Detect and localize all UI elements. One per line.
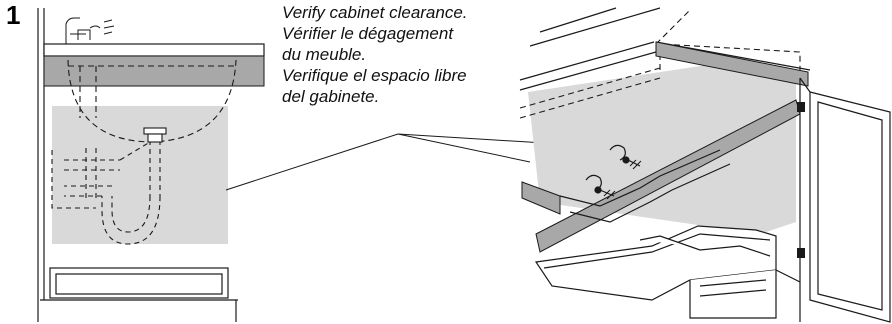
drain-icon — [143, 127, 167, 143]
caption-spanish-line1: Verifique el espacio libre — [282, 66, 467, 85]
clearance-zone-front — [52, 106, 228, 244]
supply-valves — [559, 144, 731, 223]
valve-handle-icon — [603, 159, 642, 200]
caption-french-line1: Vérifier le dégagement — [282, 24, 454, 43]
cabinet-floor-tray — [534, 225, 777, 319]
left-rail — [521, 181, 561, 215]
caption-french-line2: du meuble. — [282, 45, 367, 64]
back-rail — [655, 41, 809, 87]
cabinet-door — [775, 77, 891, 323]
caption-english: Verify cabinet clearance. — [282, 3, 468, 22]
plumbing-hidden — [51, 140, 161, 245]
countertop-edge-perspective — [519, 7, 811, 91]
faucet-icon — [65, 17, 115, 44]
cabinet-top-rail — [43, 55, 265, 87]
cabinet-toe-kick — [49, 267, 229, 299]
caption-spanish-line2: del gabinete. — [282, 87, 380, 106]
clearance-zone-perspective — [528, 60, 796, 234]
countertop — [43, 43, 265, 57]
door-hinge-icon — [797, 102, 805, 258]
step-number: 1 — [6, 0, 21, 30]
instruction-caption: Verify cabinet clearance. Vérifier le dé… — [282, 2, 532, 107]
